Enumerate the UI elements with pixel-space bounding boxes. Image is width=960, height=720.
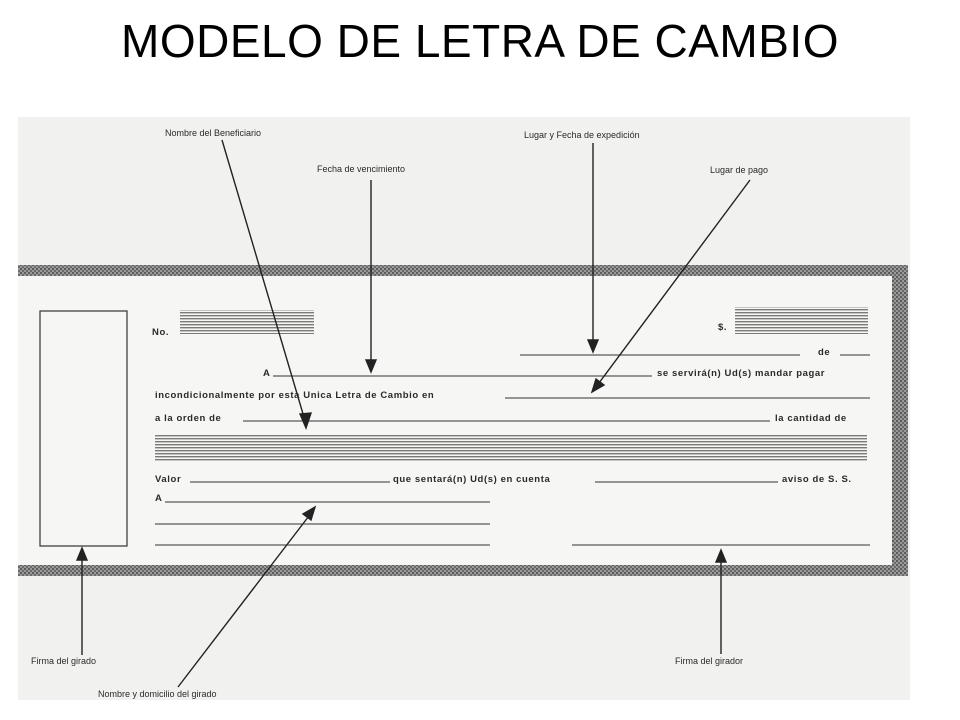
callout-expedicion: Lugar y Fecha de expedición <box>524 130 640 140</box>
arrow-beneficiario <box>221 139 313 430</box>
arrow-lugar-pago <box>590 179 751 394</box>
cantidad-text: la cantidad de <box>775 413 847 424</box>
amount-in-words-field <box>155 434 867 461</box>
de-label: de <box>818 347 830 358</box>
callout-beneficiario: Nombre del Beneficiario <box>165 128 261 138</box>
callout-firma-girador: Firma del girador <box>675 656 743 666</box>
callout-lugar-pago: Lugar de pago <box>710 165 768 175</box>
orden-text: a la orden de <box>155 413 221 424</box>
callout-domicilio-girado: Nombre y domicilio del girado <box>98 689 217 699</box>
arrow-vencimiento <box>364 180 378 374</box>
sentara-text: que sentará(n) Ud(s) en cuenta <box>393 474 550 485</box>
page-title: MODELO DE LETRA DE CAMBIO <box>121 15 839 67</box>
drawee-signature-box <box>39 310 128 547</box>
arrow-expedicion <box>586 143 600 354</box>
amount-field <box>735 307 868 334</box>
valor-text: Valor <box>155 474 181 485</box>
number-field <box>180 310 314 334</box>
amount-label: $. <box>718 322 727 333</box>
callout-firma-girado: Firma del girado <box>31 656 96 666</box>
callout-arrows <box>75 139 751 688</box>
callout-vencimiento: Fecha de vencimiento <box>317 164 405 174</box>
arrow-firma-girado <box>75 546 89 655</box>
incondicional-text: incondicionalmente por esta Unica Letra … <box>155 390 434 401</box>
serviran-text: se servirá(n) Ud(s) mandar pagar <box>657 368 825 379</box>
no-label: No. <box>152 327 169 338</box>
fill-in-lines <box>155 354 870 546</box>
aviso-text: aviso de S. S. <box>782 474 852 485</box>
a2-label: A <box>155 493 162 504</box>
arrow-firma-girador <box>714 548 728 654</box>
a-label: A <box>263 368 270 379</box>
arrow-domicilio-girado <box>177 505 317 688</box>
